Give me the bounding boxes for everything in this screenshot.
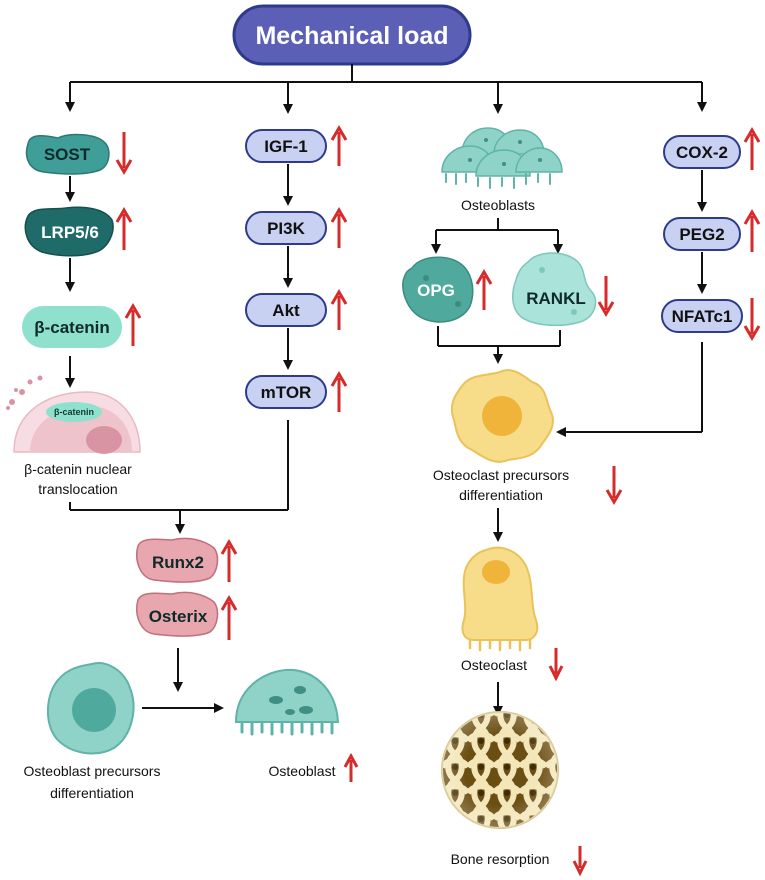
pi3k-label: PI3K	[267, 219, 306, 238]
cox2-node: COX-2	[663, 135, 741, 169]
mtor-node: mTOR	[245, 375, 327, 409]
rankl-node: RANKL	[512, 252, 597, 327]
ob-precursor-line1: Osteoblast precursors	[24, 763, 161, 779]
nfatc1-down-arrow-icon	[743, 298, 761, 341]
catenin-node: β-catenin	[22, 306, 122, 348]
sost-label: SOST	[44, 145, 91, 164]
runx2-node: Runx2	[136, 537, 219, 583]
opg-rankl-merge	[437, 326, 561, 364]
runx2-up-arrow-icon	[220, 539, 238, 582]
oc-precursor-line2: differentiation	[459, 487, 543, 503]
translocation-line1: β-catenin nuclear	[24, 461, 132, 477]
mtor-up-arrow-icon	[330, 371, 348, 412]
oc-precursor-down-arrow-icon	[605, 466, 623, 505]
osteoblast-up-arrow-icon	[343, 752, 359, 782]
ob-precursor-line2: differentiation	[50, 785, 134, 801]
opg-up-arrow-icon	[475, 269, 493, 310]
oc-precursor-line1: Osteoclast precursors	[433, 467, 569, 483]
akt-label: Akt	[272, 301, 300, 320]
catenin-up-arrow-icon	[124, 303, 142, 346]
lrp-label: LRP5/6	[41, 223, 99, 242]
osteoclast-down-arrow-icon	[548, 648, 564, 682]
top-connectors	[65, 64, 707, 114]
nucleus-cell-icon: β-catenin	[6, 375, 141, 454]
merge-connectors	[69, 420, 289, 534]
akt-node: Akt	[245, 293, 327, 327]
nfatc1-to-precursor	[556, 342, 703, 437]
pi3k-up-arrow-icon	[330, 207, 348, 248]
opg-label: OPG	[417, 281, 455, 300]
osteoclast-label: Osteoclast	[461, 657, 527, 673]
rankl-down-arrow-icon	[597, 276, 615, 317]
opg-node: OPG	[402, 256, 474, 323]
bone-icon	[441, 711, 559, 829]
osterix-label: Osterix	[149, 607, 208, 626]
igf1-up-arrow-icon	[330, 125, 348, 166]
peg2-up-arrow-icon	[743, 209, 761, 252]
cox2-label: COX-2	[676, 143, 728, 162]
igf1-label: IGF-1	[264, 137, 307, 156]
osteoblast-label: Osteoblast	[269, 763, 336, 779]
osteoblasts-label: Osteoblasts	[461, 197, 535, 213]
bone-down-arrow-icon	[572, 846, 588, 877]
translocation-line2: translocation	[38, 481, 117, 497]
title-box: Mechanical load	[232, 4, 472, 66]
osteoblast-cell-icon	[234, 668, 340, 736]
bone-resorption-label: Bone resorption	[451, 851, 550, 867]
lrp-up-arrow-icon	[115, 207, 133, 250]
title-text: Mechanical load	[255, 22, 448, 50]
akt-up-arrow-icon	[330, 289, 348, 330]
osterix-up-arrow-icon	[220, 595, 238, 640]
pi3k-node: PI3K	[245, 211, 327, 245]
osteoblasts-split	[431, 218, 563, 254]
catenin-label: β-catenin	[34, 318, 110, 337]
peg2-node: PEG2	[663, 217, 741, 251]
cox2-up-arrow-icon	[743, 127, 761, 170]
nfatc1-label: NFATc1	[672, 307, 733, 326]
mtor-label: mTOR	[261, 383, 312, 402]
sost-down-arrow-icon	[115, 132, 133, 175]
rankl-label: RANKL	[526, 289, 586, 308]
osteoblast-precursor-cell-icon	[46, 662, 135, 755]
igf1-node: IGF-1	[245, 129, 327, 163]
nucleus-label: β-catenin	[54, 407, 94, 417]
lrp-node: LRP5/6	[24, 206, 114, 257]
osteoclast-precursor-cell-icon	[450, 369, 554, 463]
nfatc1-node: NFATc1	[661, 299, 743, 333]
peg2-label: PEG2	[679, 225, 724, 244]
sost-node: SOST	[25, 133, 110, 175]
osterix-node: Osterix	[136, 591, 219, 637]
osteoclast-cell-icon	[461, 546, 539, 652]
runx2-label: Runx2	[152, 553, 204, 572]
osteoblasts-cluster-icon	[441, 127, 563, 189]
